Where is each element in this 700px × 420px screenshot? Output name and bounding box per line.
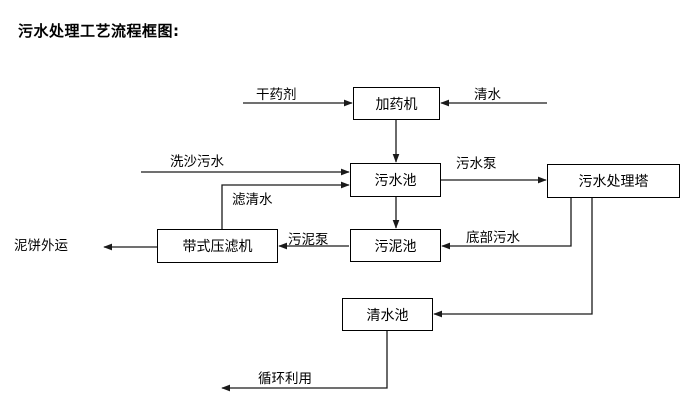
node-label-sewage-treatment-tower: 污水处理塔 bbox=[578, 174, 649, 190]
node-sewage-pool[interactable]: 污水池 bbox=[350, 163, 441, 197]
node-clean-water-pool[interactable]: 清水池 bbox=[342, 298, 433, 331]
label-clean-water-in: 清水 bbox=[474, 87, 501, 103]
node-label-dosing-machine: 加药机 bbox=[375, 96, 418, 113]
node-belt-filter-press[interactable]: 带式压滤机 bbox=[157, 229, 278, 263]
node-sludge-pool[interactable]: 污泥池 bbox=[350, 229, 441, 262]
label-sludge-pump: 污泥泵 bbox=[288, 232, 329, 248]
wire-tower-to-clean-water-pool bbox=[433, 197, 593, 318]
node-label-sewage-pool: 污水池 bbox=[374, 173, 417, 189]
label-mud-cake-output: 泥饼外运 bbox=[14, 238, 68, 254]
page-title: 污水处理工艺流程框图: bbox=[18, 22, 180, 40]
node-sewage-treatment-tower[interactable]: 污水处理塔 bbox=[547, 164, 680, 198]
label-filtered-clear-water: 滤清水 bbox=[232, 192, 273, 208]
node-label-clean-water-pool: 清水池 bbox=[366, 307, 409, 324]
node-label-belt-filter-press: 带式压滤机 bbox=[182, 239, 253, 255]
label-sand-washing-sewage: 洗沙污水 bbox=[170, 154, 224, 170]
node-label-sludge-pool: 污泥池 bbox=[374, 238, 417, 255]
label-sewage-pump: 污水泵 bbox=[456, 156, 497, 172]
node-dosing-machine[interactable]: 加药机 bbox=[353, 87, 440, 120]
label-bottom-sewage: 底部污水 bbox=[466, 230, 520, 246]
label-dry-agent: 干药剂 bbox=[256, 87, 297, 103]
label-recycle-reuse: 循环利用 bbox=[258, 371, 312, 387]
